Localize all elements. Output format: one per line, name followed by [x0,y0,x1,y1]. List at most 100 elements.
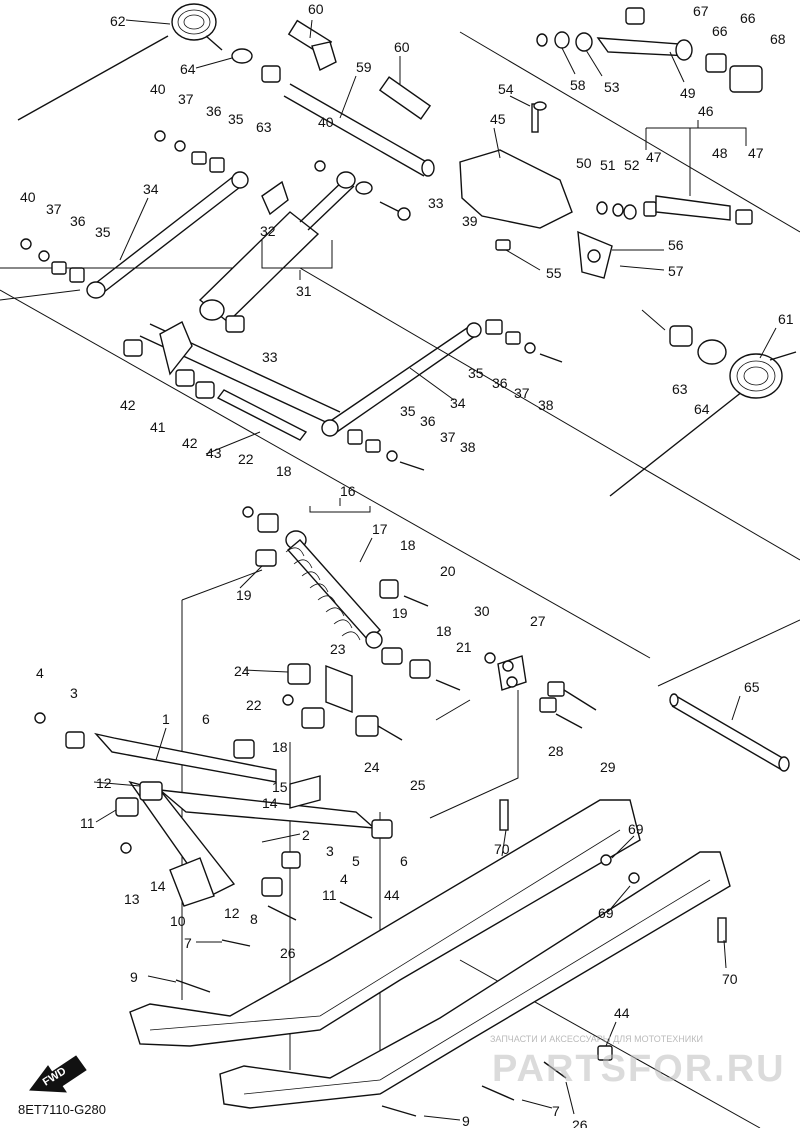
callout-37: 37 [178,91,194,107]
callout-63: 63 [256,119,272,135]
callout-25: 25 [410,777,426,793]
rear-shaft [669,693,790,772]
rear-shock-coil [242,506,461,691]
callout-51: 51 [600,157,616,173]
callout-14: 14 [262,795,278,811]
callout-18: 18 [276,463,292,479]
callout-36: 36 [206,103,222,119]
callout-27: 27 [530,613,546,629]
torsion-spring-right [609,351,797,497]
callout-53: 53 [604,79,620,95]
callout-35: 35 [95,224,111,240]
callout-28: 28 [548,743,564,759]
front-arm [34,712,393,907]
callout-36: 36 [492,375,508,391]
callout-66: 66 [712,23,728,39]
callout-49: 49 [680,85,696,101]
callout-59: 59 [356,59,372,75]
leader-lines [93,19,777,1121]
callout-3: 3 [70,685,78,701]
callout-40: 40 [20,189,36,205]
callout-45: 45 [490,111,506,127]
callout-55: 55 [546,265,562,281]
callout-56: 56 [668,237,684,253]
callout-65: 65 [744,679,760,695]
callout-5: 5 [352,853,360,869]
callout-60: 60 [394,39,410,55]
callout-64: 64 [180,61,196,77]
callout-24: 24 [234,663,250,679]
callout-6: 6 [400,853,408,869]
callout-34: 34 [143,181,159,197]
callout-63: 63 [672,381,688,397]
callout-52: 52 [624,157,640,173]
callout-18: 18 [400,537,416,553]
callout-14: 14 [150,878,166,894]
callout-4: 4 [340,871,348,887]
callout-57: 57 [668,263,684,279]
callout-22: 22 [238,451,254,467]
callout-1: 1 [162,711,170,727]
callout-43: 43 [206,445,222,461]
pivot-bracket-assembly [459,7,763,279]
callout-2: 2 [302,827,310,843]
callout-11: 11 [80,815,95,831]
callout-33: 33 [428,195,444,211]
callout-26: 26 [572,1117,588,1128]
callout-40: 40 [150,81,166,97]
callout-36: 36 [420,413,436,429]
callout-12: 12 [96,775,112,791]
callout-50: 50 [576,155,592,171]
torsion-spring-left [17,3,223,121]
callout-32: 32 [260,223,276,239]
callout-9: 9 [462,1113,470,1128]
watermark-tagline: ЗАПЧАСТИ И АКСЕССУАРЫ ДЛЯ МОТОТЕХНИКИ [490,1034,703,1044]
callout-64: 64 [694,401,710,417]
callout-70: 70 [722,971,738,987]
callout-23: 23 [330,641,346,657]
cross-shaft [123,319,727,471]
callout-6: 6 [202,711,210,727]
callout-19: 19 [236,587,252,603]
slide-rails [129,799,731,1117]
callout-42: 42 [120,397,136,413]
link-plates [282,652,597,741]
callout-29: 29 [600,759,616,775]
callout-9: 9 [130,969,138,985]
callout-24: 24 [364,759,380,775]
callout-19: 19 [392,605,408,621]
callout-35: 35 [228,111,244,127]
callout-26: 26 [280,945,296,961]
callout-36: 36 [70,213,86,229]
callout-20: 20 [440,563,456,579]
callout-44: 44 [614,1005,630,1021]
shock-absorber-upper [198,171,356,333]
callout-7: 7 [184,935,192,951]
callout-66: 66 [740,10,756,26]
callout-7: 7 [552,1103,560,1119]
callout-22: 22 [246,697,262,713]
callout-35: 35 [400,403,416,419]
callout-35: 35 [468,365,484,381]
callout-38: 38 [538,397,554,413]
callout-40: 40 [318,114,334,130]
callout-31: 31 [296,283,312,299]
callout-10: 10 [170,913,186,929]
callout-13: 13 [124,891,140,907]
callout-30: 30 [474,603,490,619]
callout-18: 18 [272,739,288,755]
callout-48: 48 [712,145,728,161]
callout-42: 42 [182,435,198,451]
upper-arms [20,130,411,299]
fwd-arrow-icon: FWD [29,1055,87,1093]
callout-47: 47 [748,145,764,161]
callout-70: 70 [494,841,510,857]
callout-41: 41 [150,419,166,435]
callout-39: 39 [462,213,478,229]
callout-68: 68 [770,31,786,47]
diagram-code: 8ET7110-G280 [18,1102,106,1117]
callout-38: 38 [460,439,476,455]
callout-44: 44 [384,887,400,903]
callout-47: 47 [646,149,662,165]
